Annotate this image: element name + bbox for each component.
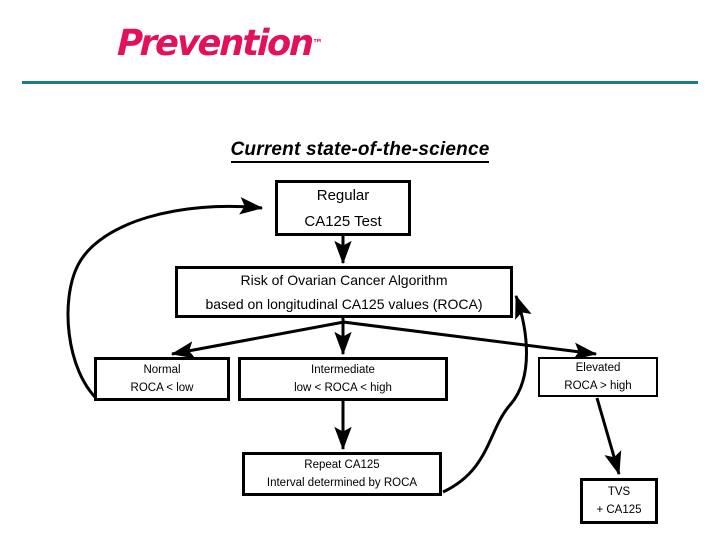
node-regular-ca125-test[interactable]: Regular CA125 Test xyxy=(275,180,411,236)
node-line-1: Regular xyxy=(316,186,370,204)
node-roca[interactable]: Risk of Ovarian Cancer Algorithm based o… xyxy=(175,266,513,318)
node-line-1: Intermediate xyxy=(311,364,375,376)
node-line-2: Interval determined by ROCA xyxy=(266,477,418,489)
node-line-1: Risk of Ovarian Cancer Algorithm xyxy=(240,272,448,288)
prevention-logo: Prevention™ xyxy=(116,22,323,66)
node-elevated[interactable]: Elevated ROCA > high xyxy=(538,357,658,397)
brand-wordmark: Prevention xyxy=(116,23,313,64)
node-line-2: + CA125 xyxy=(596,504,642,516)
node-line-1: Normal xyxy=(143,364,181,376)
node-normal[interactable]: Normal ROCA < low xyxy=(94,357,230,401)
node-line-1: TVS xyxy=(607,486,631,498)
node-line-2: ROCA > high xyxy=(564,380,632,392)
node-line-2: low < ROCA < high xyxy=(294,382,392,394)
node-line-2: ROCA < low xyxy=(130,382,194,394)
node-line-1: Repeat CA125 xyxy=(304,459,380,471)
trademark-symbol: ™ xyxy=(311,37,323,50)
edge-repeat-to-roca-loop xyxy=(442,294,532,494)
header-divider xyxy=(22,81,698,84)
edge-roca-to-elevated xyxy=(342,320,598,360)
page-title: Current state-of-the-science xyxy=(0,139,720,163)
node-intermediate[interactable]: Intermediate low < ROCA < high xyxy=(238,357,448,401)
node-repeat-ca125[interactable]: Repeat CA125 Interval determined by ROCA xyxy=(242,452,442,496)
node-tvs[interactable]: TVS + CA125 xyxy=(580,478,658,524)
node-line-2: based on longitudinal CA125 values (ROCA… xyxy=(205,296,483,312)
edge-roca-to-normal xyxy=(170,320,345,359)
node-line-1: Elevated xyxy=(575,362,621,374)
node-line-2: CA125 Test xyxy=(304,212,382,230)
page-title-text: Current state-of-the-science xyxy=(230,139,490,163)
edge-elevated-to-tvs xyxy=(595,397,622,476)
